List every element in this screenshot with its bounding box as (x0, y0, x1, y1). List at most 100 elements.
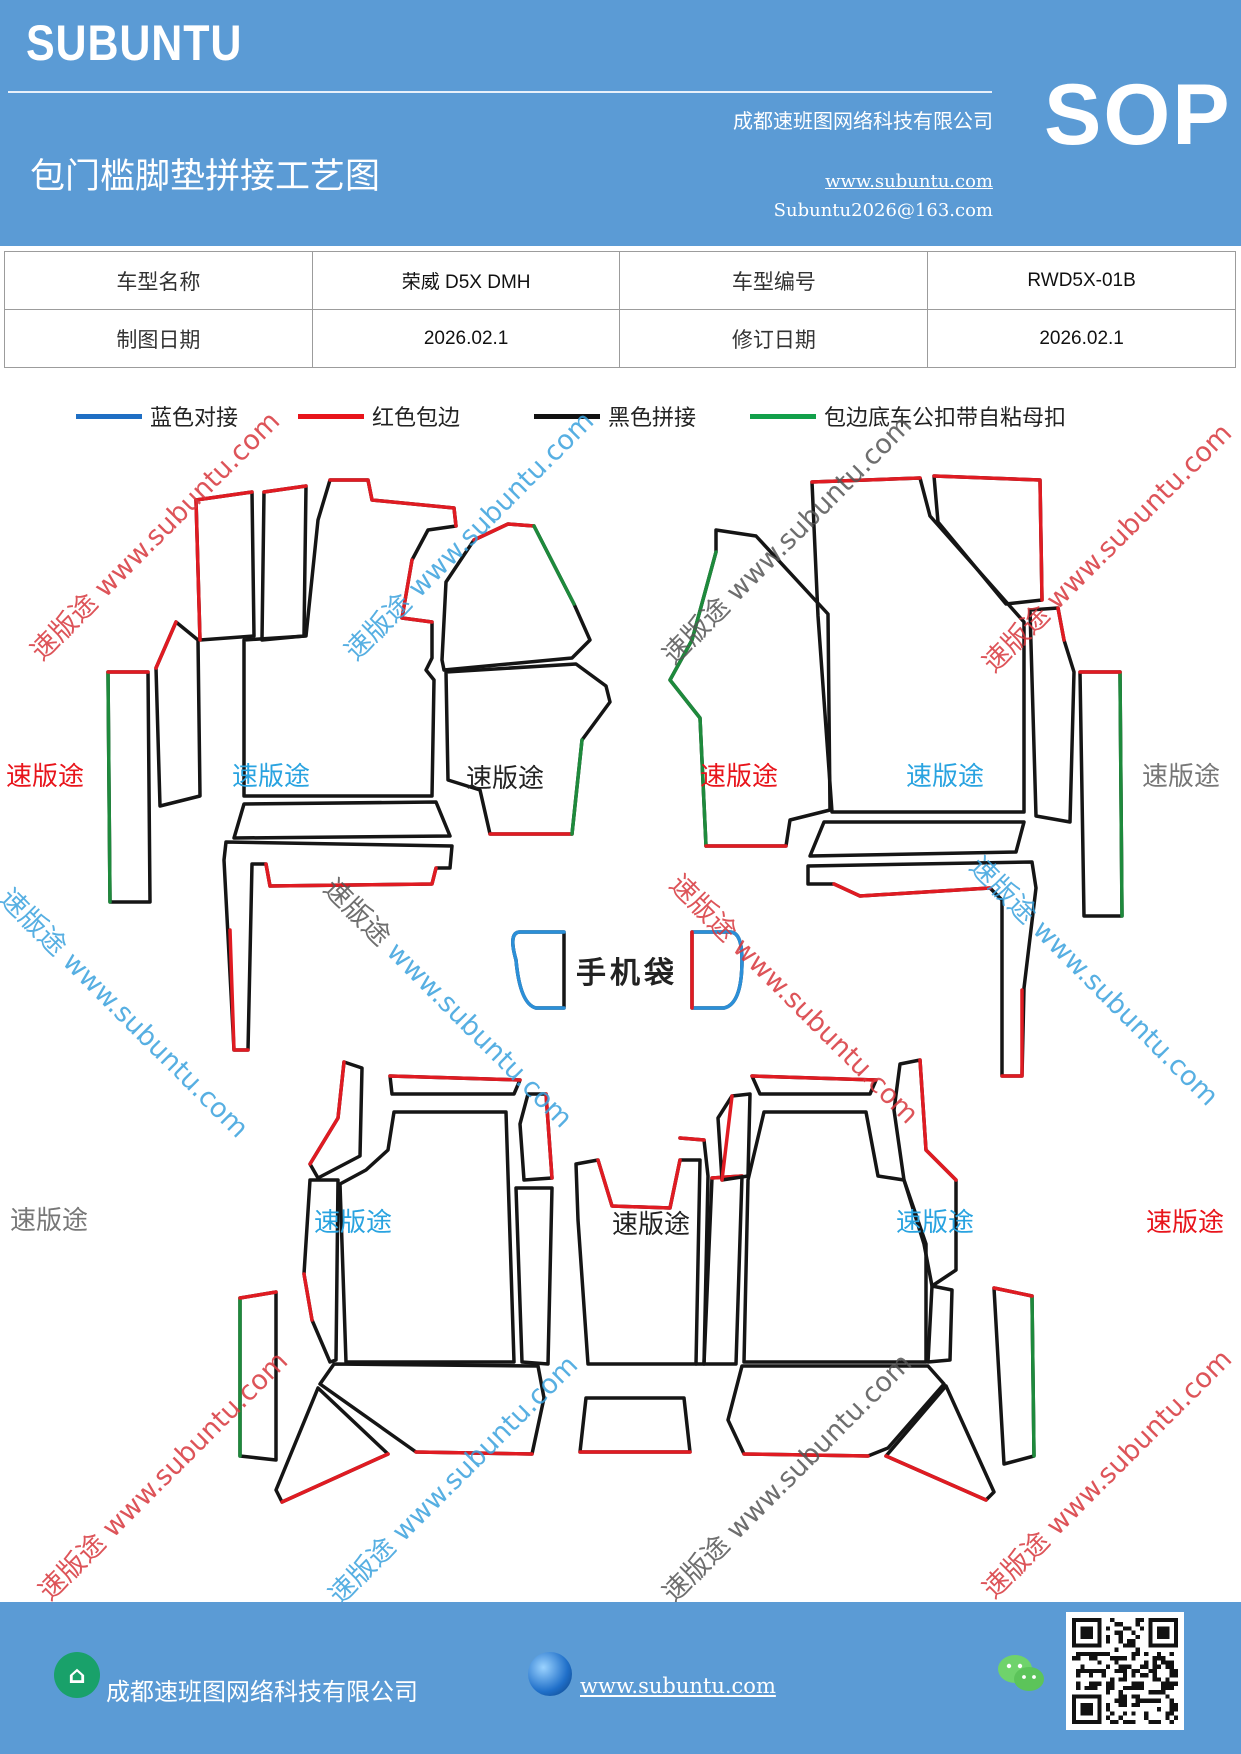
qr-module (1088, 1668, 1094, 1674)
qr-module (1156, 1634, 1162, 1640)
qr-module (1161, 1656, 1166, 1661)
qr-module (1072, 1715, 1077, 1720)
qr-module (1169, 1707, 1174, 1712)
qr-module (1156, 1643, 1162, 1648)
qr-code[interactable] (1066, 1612, 1184, 1730)
legend-label: 蓝色对接 (150, 406, 239, 431)
qr-module (1084, 1668, 1089, 1674)
qr-module (1072, 1639, 1077, 1644)
qr-module (1152, 1664, 1157, 1669)
qr-module (1114, 1630, 1119, 1635)
wechat-icon[interactable] (996, 1652, 1046, 1696)
qr-module (1139, 1681, 1145, 1686)
qr-module (1080, 1711, 1085, 1716)
qr-module (1156, 1630, 1162, 1635)
qr-module (1072, 1634, 1077, 1640)
qr-module (1084, 1634, 1089, 1640)
header-website-link[interactable]: www.subuntu.com (825, 171, 993, 192)
qr-module (1122, 1626, 1128, 1631)
legend-black: 黑色拼接 (534, 398, 696, 434)
qr-module (1139, 1685, 1145, 1691)
qr-module (1080, 1634, 1085, 1640)
qr-module (1148, 1698, 1153, 1703)
mat-marker: 速版途 (232, 762, 311, 792)
qr-module (1080, 1668, 1085, 1674)
brand-logo: SUBUNTU (26, 15, 243, 71)
qr-module (1076, 1719, 1081, 1724)
qr-module (1169, 1698, 1174, 1703)
qr-module (1139, 1698, 1145, 1703)
qr-module (1165, 1677, 1170, 1682)
qr-module (1173, 1707, 1178, 1712)
qr-module (1135, 1694, 1140, 1699)
qr-module (1152, 1660, 1157, 1665)
qr-module (1144, 1711, 1149, 1716)
qr-module (1156, 1677, 1162, 1682)
qr-module (1173, 1643, 1178, 1648)
qr-module (1076, 1643, 1081, 1648)
qr-module (1135, 1622, 1140, 1627)
qr-module (1093, 1656, 1098, 1661)
qr-module (1084, 1702, 1089, 1708)
qr-module (1072, 1719, 1077, 1724)
qr-module (1097, 1707, 1102, 1712)
qr-module (1173, 1668, 1178, 1674)
qr-module (1118, 1639, 1123, 1644)
header-email[interactable]: Subuntu2026@163.com (773, 200, 993, 221)
qr-module (1114, 1622, 1119, 1627)
qr-module (1080, 1664, 1085, 1669)
qr-module (1127, 1685, 1132, 1691)
rear-mats (238, 1058, 1036, 1504)
qr-module (1088, 1634, 1094, 1640)
qr-module (1080, 1643, 1085, 1648)
qr-module (1148, 1690, 1153, 1695)
qr-module (1169, 1643, 1174, 1648)
qr-module (1127, 1639, 1132, 1644)
qr-module (1088, 1707, 1094, 1712)
qr-module (1097, 1711, 1102, 1716)
qr-module (1161, 1660, 1166, 1665)
mat-marker: 速版途 (6, 762, 85, 792)
qr-module (1148, 1668, 1153, 1674)
qr-module (1139, 1673, 1145, 1678)
qr-module (1131, 1681, 1136, 1686)
qr-module (1173, 1673, 1178, 1678)
mat-marker: 速版途 (896, 1208, 975, 1238)
qr-module (1173, 1715, 1178, 1720)
qr-module (1080, 1719, 1085, 1724)
qr-module (1152, 1673, 1157, 1678)
qr-module (1072, 1694, 1077, 1699)
qr-module (1148, 1618, 1153, 1623)
globe-icon (528, 1652, 572, 1696)
qr-module (1173, 1626, 1178, 1631)
footer-website-link[interactable]: www.subuntu.com (580, 1674, 776, 1698)
qr-module (1169, 1702, 1174, 1708)
qr-module (1156, 1719, 1162, 1724)
qr-module (1076, 1673, 1081, 1678)
qr-module (1097, 1643, 1102, 1648)
qr-module (1118, 1698, 1123, 1703)
qr-module (1110, 1618, 1115, 1623)
qr-module (1105, 1685, 1111, 1691)
qr-module (1088, 1702, 1094, 1708)
legend-swatch-red (298, 413, 364, 419)
qr-module (1173, 1681, 1178, 1686)
qr-module (1161, 1690, 1166, 1695)
qr-module (1118, 1690, 1123, 1695)
qr-module (1105, 1651, 1111, 1657)
qr-module (1101, 1673, 1106, 1678)
qr-module (1097, 1634, 1102, 1640)
qr-module (1169, 1673, 1174, 1678)
qr-module (1144, 1698, 1149, 1703)
qr-module (1161, 1618, 1166, 1623)
value-draw-date: 2026.02.1 (311, 309, 621, 368)
qr-module (1131, 1656, 1136, 1661)
label-model-code: 车型编号 (619, 251, 929, 310)
header-banner: SUBUNTU 成都速班图网络科技有限公司 包门槛脚垫拼接工艺图 www.sub… (0, 0, 1241, 246)
legend-label: 包边底车公扣带自粘母扣 (824, 406, 1067, 431)
qr-module (1118, 1702, 1123, 1708)
qr-module (1131, 1711, 1136, 1716)
qr-module (1097, 1651, 1102, 1657)
phone-pockets (511, 930, 744, 1010)
label-model-name: 车型名称 (4, 251, 313, 310)
